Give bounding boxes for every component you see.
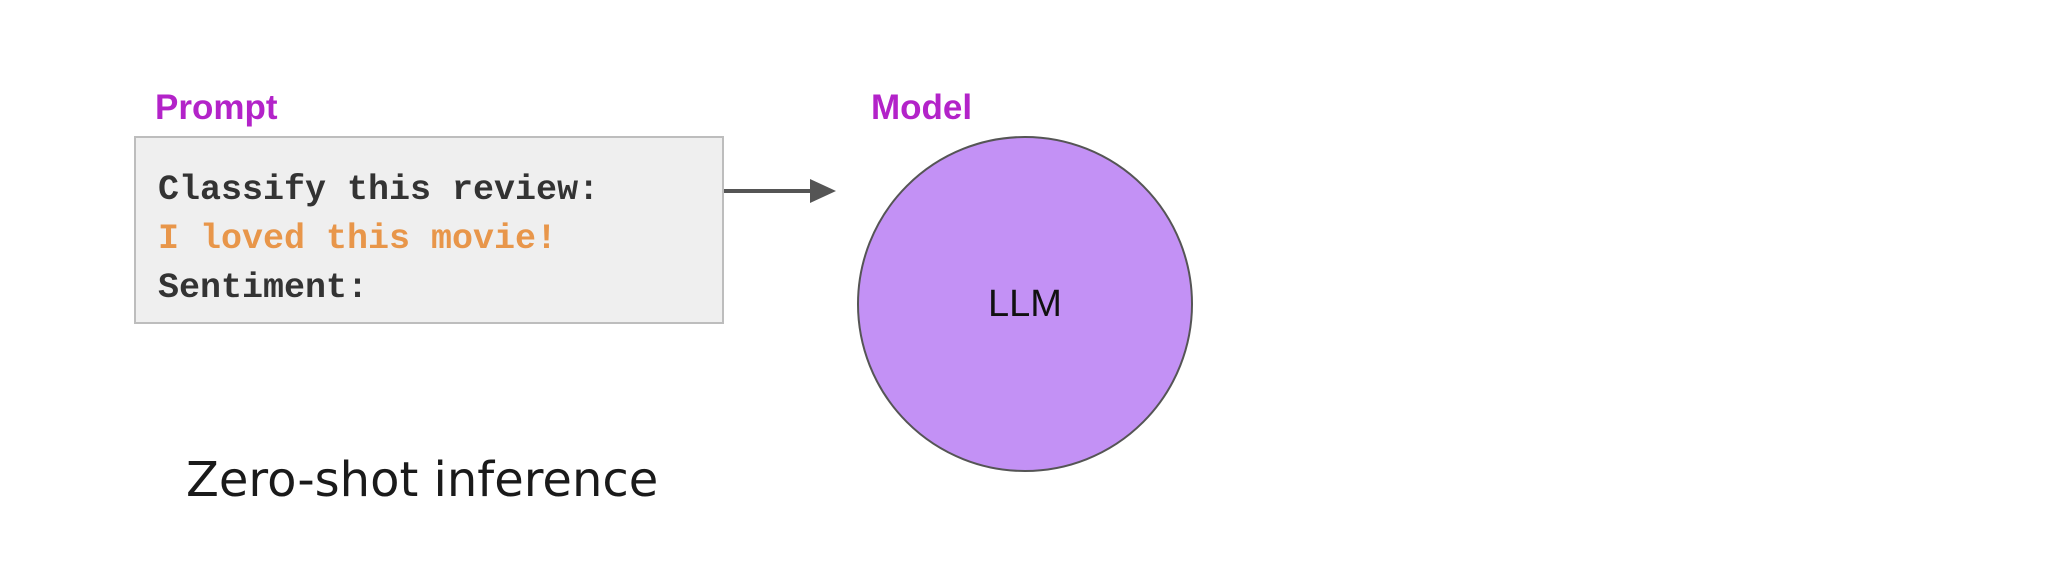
llm-label: LLM [988, 282, 1062, 325]
caption: Zero-shot inference [186, 452, 659, 508]
prompt-line-sentiment: Sentiment: [158, 268, 369, 308]
prompt-box: Classify this review: I loved this movie… [134, 136, 724, 324]
arrow-head [810, 179, 836, 203]
arrow-right-icon [724, 179, 836, 203]
prompt-line-review: I loved this movie! [158, 219, 558, 259]
prompt-label: Prompt [155, 88, 278, 127]
model-label: Model [871, 88, 973, 127]
llm-circle: LLM [857, 136, 1193, 472]
prompt-line-instruction: Classify this review: [158, 170, 600, 210]
